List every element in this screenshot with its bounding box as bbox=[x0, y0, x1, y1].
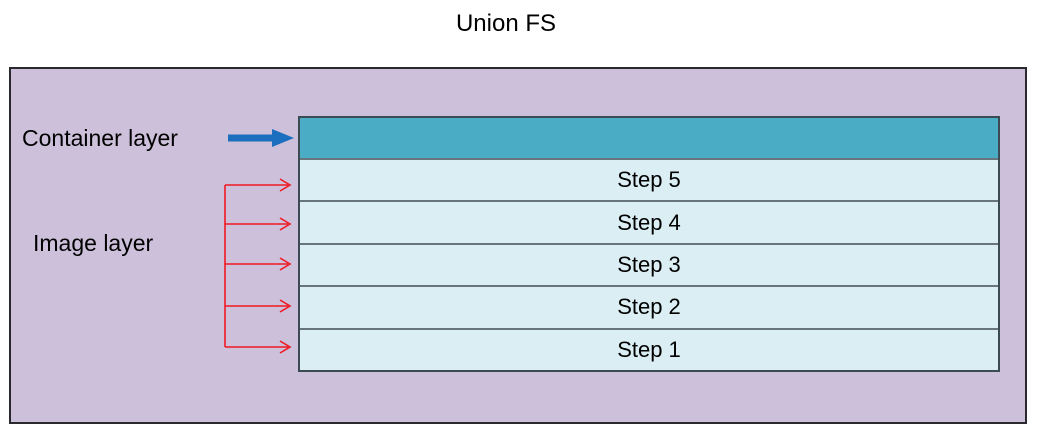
image-layer-row: Step 1 bbox=[300, 327, 998, 371]
unionfs-container-box: Container layer Image layer bbox=[9, 67, 1027, 424]
image-layer-row: Step 3 bbox=[300, 242, 998, 286]
image-layer-row-label: Step 1 bbox=[617, 336, 681, 362]
image-layer-row-label: Step 4 bbox=[617, 209, 681, 235]
branch-arrows-group bbox=[224, 178, 292, 354]
container-layer-label: Container layer bbox=[22, 125, 178, 151]
container-layer-bar bbox=[300, 118, 998, 158]
image-layer-row: Step 5 bbox=[300, 158, 998, 201]
image-layer-row: Step 4 bbox=[300, 200, 998, 243]
layer-stack: Step 5 Step 4 Step 3 Step 2 Step 1 bbox=[298, 116, 1000, 372]
diagram-title: Union FS bbox=[455, 10, 557, 37]
image-layer-row-label: Step 3 bbox=[617, 252, 681, 278]
image-layer-arrows-icon bbox=[224, 178, 292, 354]
image-layer-row-label: Step 5 bbox=[617, 167, 681, 193]
image-layer-row-label: Step 2 bbox=[617, 294, 681, 320]
right-arrow-icon bbox=[228, 129, 294, 147]
container-layer-arrow-icon bbox=[228, 129, 294, 147]
image-layer-label: Image layer bbox=[33, 230, 154, 256]
image-layer-row: Step 2 bbox=[300, 285, 998, 328]
